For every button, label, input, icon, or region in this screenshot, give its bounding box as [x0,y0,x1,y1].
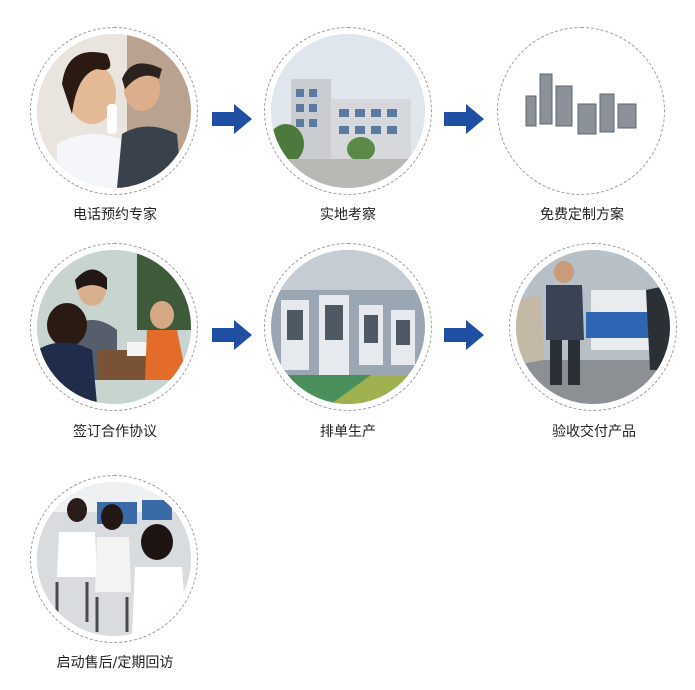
production-workshop-photo [271,250,425,404]
step-4-circle [30,243,198,411]
step-3-label: 免费定制方案 [540,207,624,223]
step-4-label: 签订合作协议 [73,424,157,440]
signing-agreement-photo [37,250,191,404]
step-1-circle [30,27,198,195]
step-2-circle [264,27,432,195]
factory-building-photo [271,34,425,188]
metal-parts-photo [504,34,658,188]
arrow-right-icon [444,104,484,134]
phone-operators-photo [37,34,191,188]
step-1-label: 电话预约专家 [73,207,157,223]
arrow-right-icon [212,104,252,134]
arrow-right-icon [212,320,252,350]
step-2-label: 实地考察 [320,207,376,223]
step-6-circle [509,243,677,411]
step-3-circle [497,27,665,195]
inspection-photo [516,250,670,404]
step-5-circle [264,243,432,411]
step-5-label: 排单生产 [320,424,376,440]
step-7-label: 启动售后/定期回访 [56,655,174,671]
call-center-photo [37,482,191,636]
step-6-label: 验收交付产品 [552,424,636,440]
arrow-right-icon [444,320,484,350]
step-7-circle [30,475,198,643]
